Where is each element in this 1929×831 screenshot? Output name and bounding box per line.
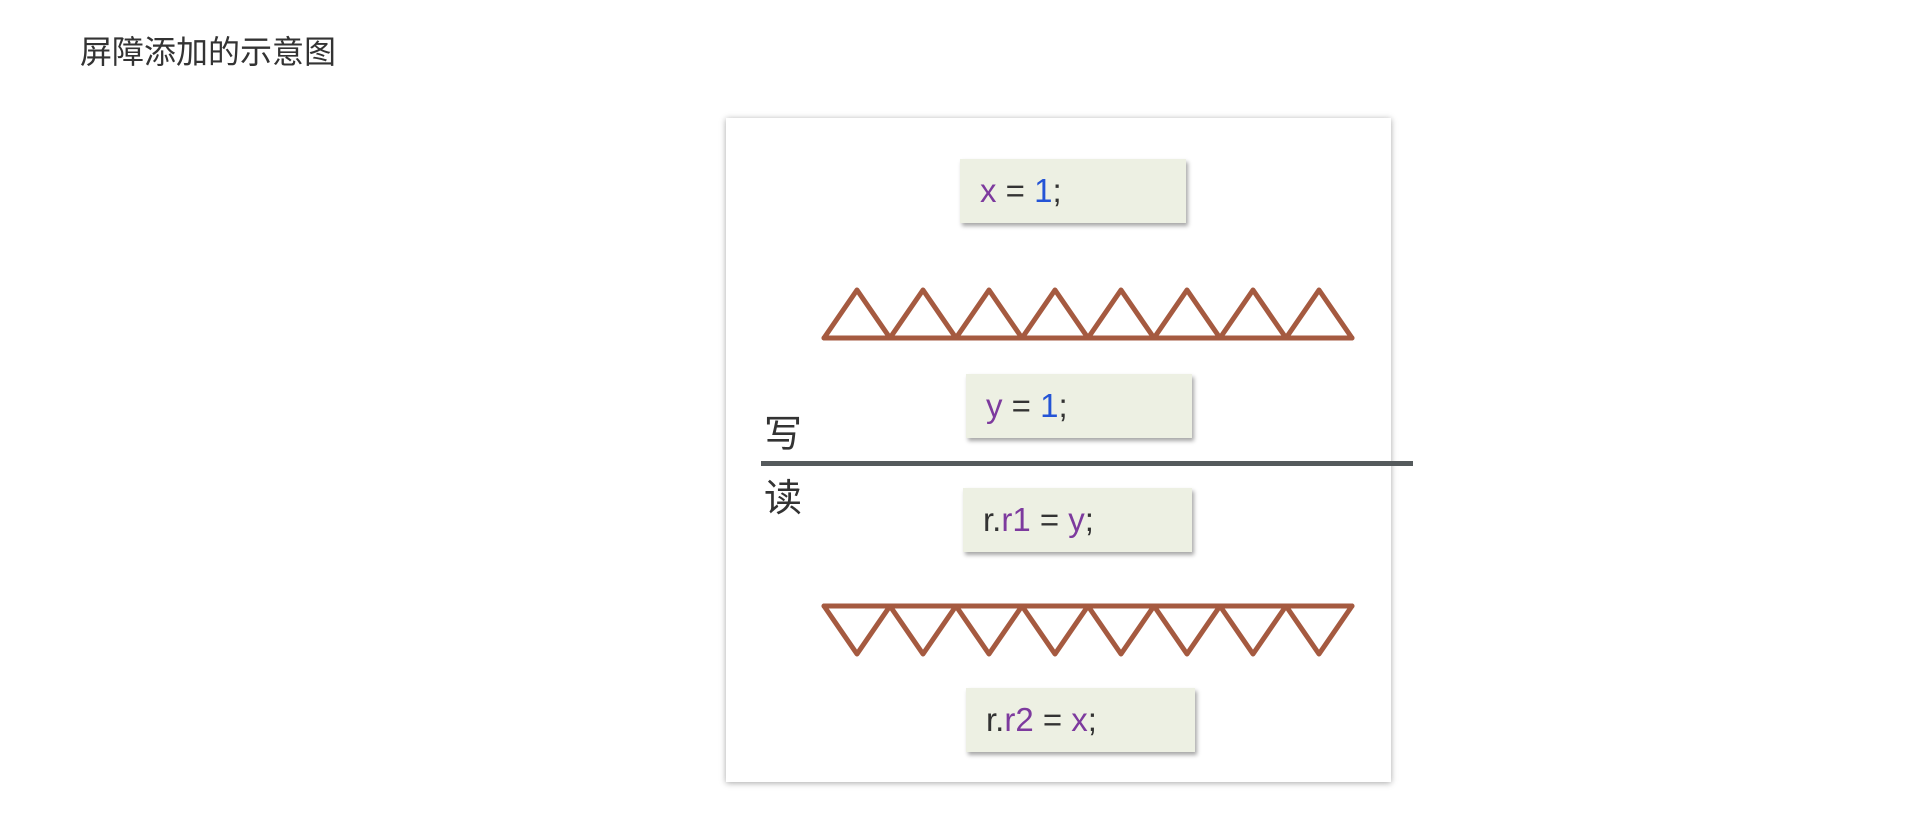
load-barrier-icon bbox=[821, 603, 1355, 657]
code-token: ; bbox=[1087, 701, 1097, 738]
page-title: 屏障添加的示意图 bbox=[80, 33, 337, 71]
code-token: 1 bbox=[1040, 387, 1059, 424]
code-token: ; bbox=[1058, 387, 1068, 424]
code-token: r. bbox=[983, 501, 1002, 538]
statement-read-r2: r.r2 = x; bbox=[966, 688, 1195, 752]
code-token: y bbox=[986, 387, 1003, 424]
code-token: r. bbox=[986, 701, 1005, 738]
code-token: 1 bbox=[1034, 172, 1053, 209]
statement-write-y: y = 1; bbox=[966, 374, 1192, 438]
code-token: r2 bbox=[1004, 701, 1034, 738]
write-label: 写 bbox=[764, 412, 803, 456]
barrier-zigzag bbox=[821, 287, 1355, 341]
barrier-zigzag bbox=[821, 603, 1355, 657]
code-token: x bbox=[980, 172, 997, 209]
read-label: 读 bbox=[764, 476, 803, 520]
code-token: r1 bbox=[1001, 501, 1031, 538]
diagram-panel bbox=[726, 118, 1391, 782]
statement-write-x: x = 1; bbox=[960, 159, 1186, 223]
statement-read-r1: r.r1 = y; bbox=[963, 488, 1192, 552]
code-token: = bbox=[1033, 701, 1072, 738]
code-token: = bbox=[1030, 501, 1069, 538]
code-token: y bbox=[1068, 501, 1085, 538]
code-token: = bbox=[1002, 387, 1041, 424]
code-token: ; bbox=[1052, 172, 1062, 209]
store-barrier-icon bbox=[821, 287, 1355, 341]
code-token: ; bbox=[1084, 501, 1094, 538]
code-token: = bbox=[996, 172, 1035, 209]
write-read-divider bbox=[761, 461, 1413, 466]
code-token: x bbox=[1071, 701, 1088, 738]
